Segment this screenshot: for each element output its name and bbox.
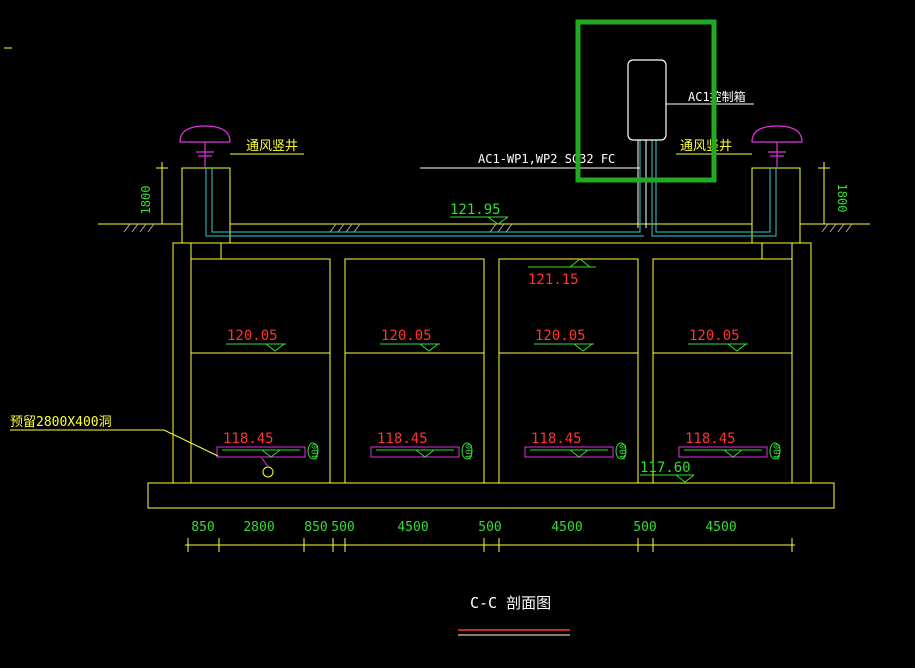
height-dim-right	[818, 162, 830, 224]
pump-mark: 400	[619, 444, 629, 460]
vent-cap-left-icon	[179, 125, 231, 168]
water-elevation-3: 120.05	[534, 328, 594, 352]
bottom-elevation-text: 118.45	[685, 431, 736, 447]
dimension-value: 850	[191, 520, 214, 535]
cable-label: AC1-WP1,WP2 SC32 FC	[478, 152, 615, 166]
detail-marker-leader	[261, 457, 269, 468]
ground-line	[98, 223, 870, 233]
section-title: C-C 剖面图	[470, 594, 551, 612]
pump-mark: 400	[773, 444, 783, 460]
water-elevation-1: 120.05	[226, 328, 286, 352]
vent-shaft-label-left: 通风竖井	[246, 139, 298, 154]
bottom-elevation-text: 118.45	[377, 431, 428, 447]
cable-run	[205, 140, 777, 237]
dimension-value: 500	[331, 520, 354, 535]
opening-label: 预留2800X400洞	[10, 415, 112, 430]
height-mark-left: 1800	[139, 186, 153, 215]
chamber-3	[498, 258, 639, 484]
water-elevation-text: 120.05	[227, 328, 278, 344]
bottom-elevation-1: 118.45 400	[216, 431, 321, 460]
highlight-selection-box[interactable]	[575, 19, 717, 183]
panel-conduits	[637, 140, 647, 228]
chamber-4	[652, 258, 793, 484]
chamber-1	[190, 258, 331, 484]
panel-label: AC1控制箱	[688, 89, 746, 104]
dimension-value: 500	[633, 520, 656, 535]
vent-shaft-label-right: 通风竖井	[680, 139, 732, 154]
chamber-2	[344, 258, 485, 484]
tank-structure	[147, 242, 835, 509]
ground-elevation: 121.95	[450, 202, 501, 218]
top-elevation: 121.15	[528, 272, 579, 288]
height-dim-left	[156, 162, 168, 224]
water-elevation-text: 120.05	[689, 328, 740, 344]
height-mark-right: 1800	[835, 184, 849, 213]
bottom-elevation-text: 118.45	[531, 431, 582, 447]
dimension-texts: 850 2800 850 500 4500 500 4500 500 4500	[191, 520, 736, 535]
base-elevation: 117.60	[640, 460, 691, 476]
bottom-elevation-text: 118.45	[223, 431, 274, 447]
bottom-elevation-4: 118.45 400	[678, 431, 783, 460]
control-panel-icon	[627, 59, 667, 141]
water-elevation-4: 120.05	[688, 328, 748, 352]
pump-mark: 400	[311, 444, 321, 460]
dimension-value: 500	[478, 520, 501, 535]
pump-mark: 400	[465, 444, 475, 460]
vent-cap-right-icon	[751, 125, 803, 168]
water-elevation-2: 120.05	[380, 328, 440, 352]
dimension-value: 4500	[397, 520, 428, 535]
bottom-elevation-3: 118.45 400	[524, 431, 629, 460]
opening-leader	[10, 429, 219, 457]
dimension-value: 850	[304, 520, 327, 535]
dimension-value: 2800	[243, 520, 274, 535]
base-elevation-mark-icon	[675, 474, 695, 483]
dimension-value: 4500	[705, 520, 736, 535]
water-elevation-text: 120.05	[381, 328, 432, 344]
dimension-value: 4500	[551, 520, 582, 535]
water-elevation-text: 120.05	[535, 328, 586, 344]
bottom-elevation-2: 118.45 400	[370, 431, 475, 460]
dimension-line	[185, 538, 795, 552]
ground-elevation-mark-icon	[487, 216, 509, 225]
